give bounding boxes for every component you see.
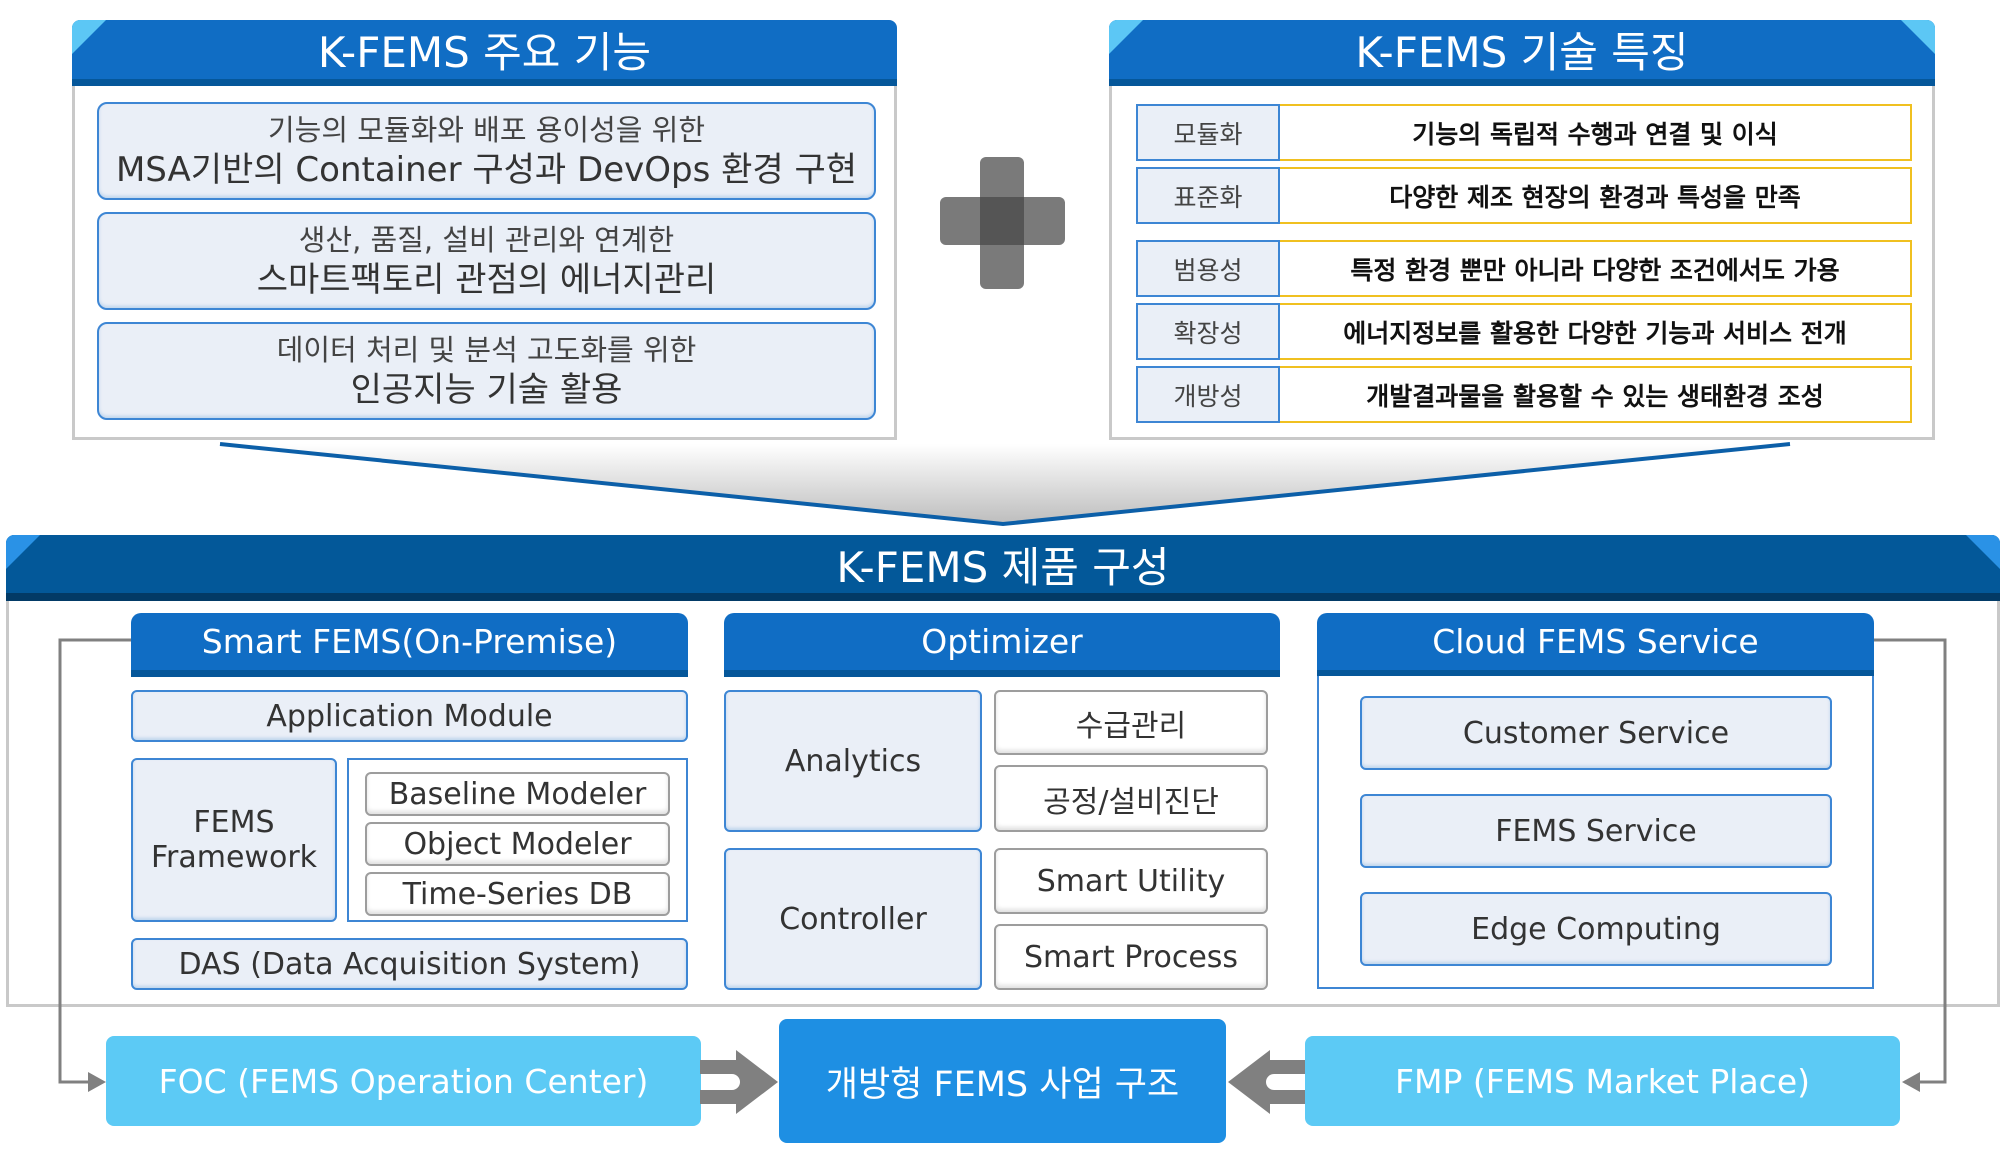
fems-framework-box: FEMS Framework [131,758,337,922]
main-functions-title: K-FEMS 주요 기능 [317,28,652,77]
banner-corner-accent [6,535,40,569]
optimizer-header: Optimizer [724,613,1280,677]
banner-corner-accent [1109,20,1143,54]
cloud-item-label: Customer Service [1462,715,1730,751]
framework-modules-container: Baseline Modeler Object Modeler Time-Ser… [347,758,688,922]
feature-desc: 에너지정보를 활용한 다양한 기능과 서비스 전개 [1280,303,1912,360]
function-item: 생산, 품질, 설비 관리와 연계한 스마트팩토리 관점의 에너지관리 [97,212,876,310]
process-diagnosis-box: 공정/설비진단 [994,765,1268,832]
smart-fems-title: Smart FEMS(On-Premise) [201,622,618,661]
feature-desc: 기능의 독립적 수행과 연결 및 이식 [1280,104,1912,161]
feature-label: 개방성 [1136,366,1280,423]
feature-label: 모듈화 [1136,104,1280,161]
fems-framework-line2: Framework [150,840,318,875]
function-item-line1: 데이터 처리 및 분석 고도화를 위한 [276,333,697,367]
application-module-box: Application Module [131,690,688,742]
analytics-label: Analytics [784,743,922,779]
cloud-item-label: Edge Computing [1471,911,1721,947]
module-label: Baseline Modeler [388,776,647,812]
banner-corner-accent [1966,535,2000,569]
funnel-arrow [219,442,1791,527]
feature-label: 범용성 [1136,240,1280,297]
feature-row: 표준화 다양한 제조 현장의 환경과 특성을 만족 [1136,167,1912,224]
time-series-db-box: Time-Series DB [365,872,670,916]
feature-desc: 다양한 제조 현장의 환경과 특성을 만족 [1280,167,1912,224]
fmp-label: FMP (FEMS Market Place) [1395,1061,1810,1101]
function-item-line2: 스마트팩토리 관점의 에너지관리 [256,260,717,300]
plus-icon [940,157,1065,289]
feature-row: 범용성 특정 환경 뿐만 아니라 다양한 조건에서도 가용 [1136,240,1912,297]
cloud-fems-title: Cloud FEMS Service [1432,622,1759,661]
edge-computing-box: Edge Computing [1360,892,1832,966]
controller-label: Controller [779,901,927,937]
feature-row: 확장성 에너지정보를 활용한 다양한 기능과 서비스 전개 [1136,303,1912,360]
module-label: Object Modeler [403,826,632,862]
arrow-left-icon [1228,1050,1306,1114]
tech-features-panel: 모듈화 기능의 독립적 수행과 연결 및 이식 표준화 다양한 제조 현장의 환… [1109,86,1935,440]
cloud-item-label: FEMS Service [1495,813,1697,849]
controller-item-label: Smart Utility [1036,863,1226,899]
feature-desc: 개발결과물을 활용할 수 있는 생태환경 조성 [1280,366,1912,423]
supply-demand-box: 수급관리 [994,690,1268,755]
banner-corner-accent [72,20,106,54]
cloud-fems-header: Cloud FEMS Service [1317,613,1874,677]
function-item-line1: 생산, 품질, 설비 관리와 연계한 [298,223,675,257]
das-label: DAS (Data Acquisition System) [178,946,641,982]
function-item-line1: 기능의 모듈화와 배포 용이성을 위한 [267,113,706,147]
cloud-fems-container: Customer Service FEMS Service Edge Compu… [1317,676,1874,989]
analytics-box: Analytics [724,690,982,832]
open-fems-structure-box: 개방형 FEMS 사업 구조 [779,1019,1226,1143]
analytics-item-label: 공정/설비진단 [1043,784,1219,820]
smart-utility-box: Smart Utility [994,848,1268,914]
tech-features-banner: K-FEMS 기술 특징 [1109,20,1935,86]
optimizer-title: Optimizer [921,622,1083,661]
controller-item-label: Smart Process [1023,939,1239,975]
foc-label: FOC (FEMS Operation Center) [158,1061,649,1101]
feature-label: 표준화 [1136,167,1280,224]
open-fems-structure-label: 개방형 FEMS 사업 구조 [825,1064,1180,1105]
feature-row: 개방성 개발결과물을 활용할 수 있는 생태환경 조성 [1136,366,1912,423]
controller-box: Controller [724,848,982,990]
fems-framework-line1: FEMS [193,805,275,840]
fems-service-box: FEMS Service [1360,794,1832,868]
fmp-box: FMP (FEMS Market Place) [1305,1036,1900,1126]
main-functions-banner: K-FEMS 주요 기능 [72,20,897,86]
function-item-line2: MSA기반의 Container 구성과 DevOps 환경 구현 [115,150,858,190]
foc-box: FOC (FEMS Operation Center) [106,1036,701,1126]
analytics-item-label: 수급관리 [1075,708,1187,744]
customer-service-box: Customer Service [1360,696,1832,770]
feature-desc: 특정 환경 뿐만 아니라 다양한 조건에서도 가용 [1280,240,1912,297]
smart-fems-header: Smart FEMS(On-Premise) [131,613,688,677]
product-config-title: K-FEMS 제품 구성 [836,542,1170,592]
function-item-line2: 인공지능 기술 활용 [350,370,623,410]
product-config-banner: K-FEMS 제품 구성 [6,535,2000,601]
tech-features-title: K-FEMS 기술 특징 [1355,28,1689,77]
object-modeler-box: Object Modeler [365,822,670,866]
feature-row: 모듈화 기능의 독립적 수행과 연결 및 이식 [1136,104,1912,161]
banner-corner-accent [1901,20,1935,54]
baseline-modeler-box: Baseline Modeler [365,772,670,816]
feature-label: 확장성 [1136,303,1280,360]
function-item: 데이터 처리 및 분석 고도화를 위한 인공지능 기술 활용 [97,322,876,420]
arrow-right-icon [700,1050,778,1114]
das-box: DAS (Data Acquisition System) [131,938,688,990]
application-module-label: Application Module [266,698,553,734]
smart-process-box: Smart Process [994,924,1268,990]
main-functions-panel: 기능의 모듈화와 배포 용이성을 위한 MSA기반의 Container 구성과… [72,86,897,440]
function-item: 기능의 모듈화와 배포 용이성을 위한 MSA기반의 Container 구성과… [97,102,876,200]
module-label: Time-Series DB [402,876,633,912]
